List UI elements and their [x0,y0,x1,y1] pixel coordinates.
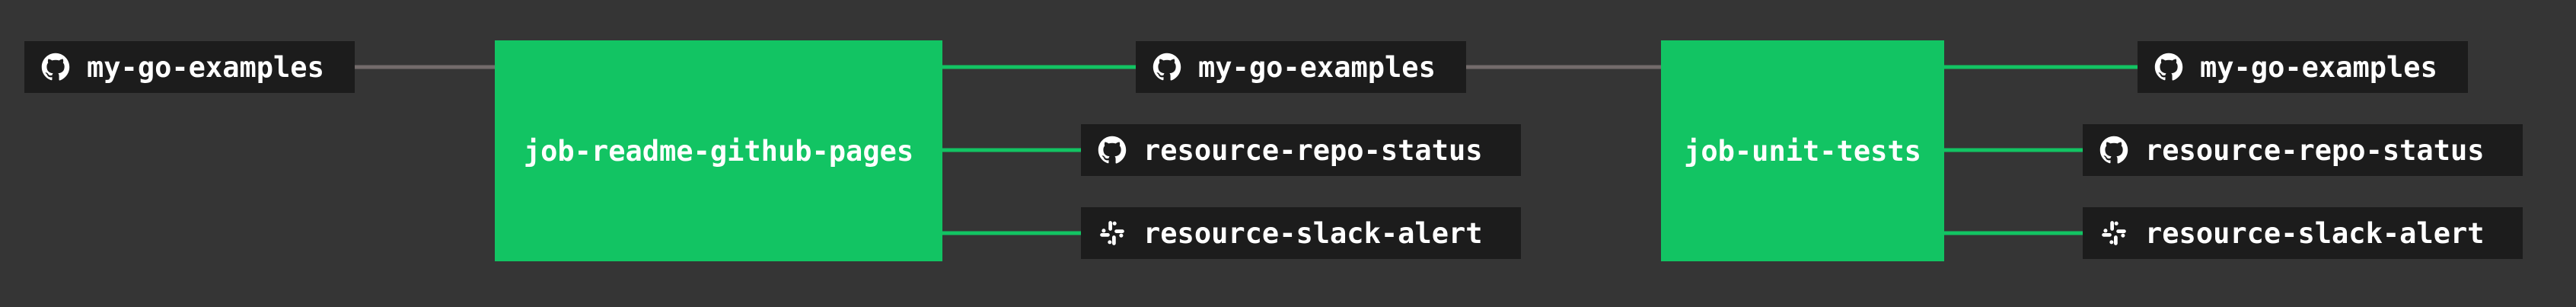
resource-repo-status-output[interactable]: resource-repo-status [2083,124,2523,176]
resource-label: resource-slack-alert [2145,216,2485,250]
resource-my-go-examples[interactable]: my-go-examples [1136,41,1466,93]
slack-icon [2099,219,2128,248]
github-icon [41,53,70,82]
job-unit-tests[interactable]: job-unit-tests [1661,40,1944,261]
job-label: job-unit-tests [1684,134,1921,168]
resource-label: my-go-examples [1198,50,1436,84]
resource-my-go-examples-input[interactable]: my-go-examples [24,41,355,93]
github-icon [2099,136,2128,165]
resource-label: my-go-examples [2200,50,2437,84]
resource-label: resource-repo-status [2145,133,2485,167]
slack-icon [1098,219,1127,248]
job-readme-github-pages[interactable]: job-readme-github-pages [495,40,942,261]
resource-repo-status[interactable]: resource-repo-status [1081,124,1521,176]
resource-label: resource-repo-status [1143,133,1483,167]
github-icon [2154,53,2183,82]
resource-slack-alert-output[interactable]: resource-slack-alert [2083,207,2523,259]
resource-slack-alert[interactable]: resource-slack-alert [1081,207,1521,259]
github-icon [1098,136,1127,165]
resource-label: resource-slack-alert [1143,216,1483,250]
resource-my-go-examples-output[interactable]: my-go-examples [2138,41,2468,93]
resource-label: my-go-examples [87,50,324,84]
job-label: job-readme-github-pages [523,134,914,168]
github-icon [1153,53,1181,82]
